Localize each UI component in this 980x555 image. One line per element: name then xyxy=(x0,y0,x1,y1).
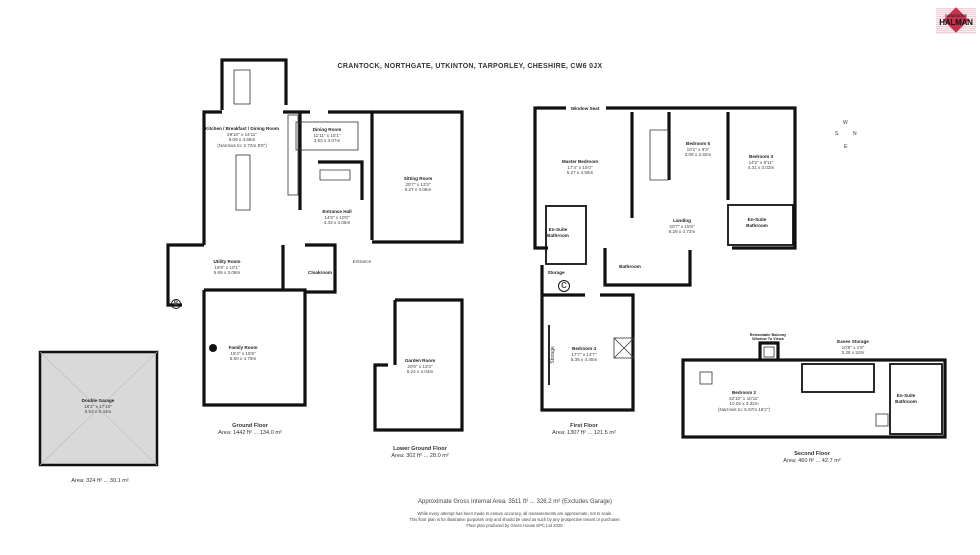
gross-area: Approximate Gross Internal Area: 3511 ft… xyxy=(418,499,612,505)
boiler-icon: B xyxy=(171,299,181,309)
stove-icon xyxy=(209,344,217,352)
room-storage: Storage xyxy=(547,270,565,275)
cylinder-icon: C xyxy=(558,280,570,292)
disclaimer-line-1: While every attempt has been made to ens… xyxy=(417,511,613,516)
property-address: CRANTOCK, NORTHGATE, UTKINTON, TARPORLEY… xyxy=(337,63,603,70)
entrance-label: Entrance xyxy=(352,259,372,264)
first-floor-walls xyxy=(533,106,797,412)
second-floor-walls xyxy=(681,341,947,439)
lower-ground-walls xyxy=(373,298,464,432)
disclaimer-line-2: This floor plan is for illustrative purp… xyxy=(409,517,621,522)
disclaimer-line-3: Floor plan produced by Green House EPC L… xyxy=(466,523,564,528)
bedroom-4-storage-label: Storage xyxy=(549,346,556,364)
dining-table xyxy=(295,121,359,151)
ground-floor-walls xyxy=(166,58,464,407)
room-bathroom: Bathroom xyxy=(619,264,641,269)
room-ensuite-bedroom-2: En-Suite Bathroom xyxy=(895,393,917,404)
room-ensuite-master: En-Suite Bathroom xyxy=(547,227,569,238)
caption-garage: Area: 324 ft² ... 30.1 m² xyxy=(71,478,129,484)
room-cloakroom: Cloakroom xyxy=(308,270,332,275)
window-seat-label: Window Seat xyxy=(570,106,600,111)
room-ensuite-bedroom-3: En-Suite Bathroom xyxy=(746,217,768,228)
